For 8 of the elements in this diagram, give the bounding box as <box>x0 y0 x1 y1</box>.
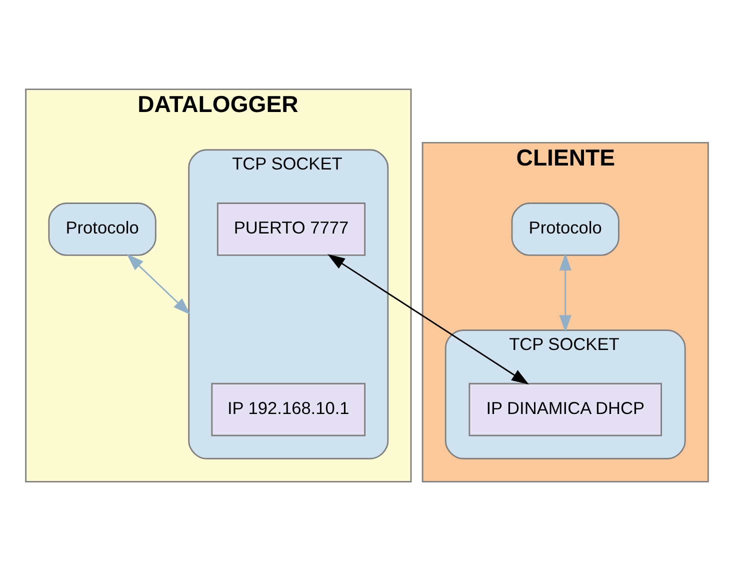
node-box: IP DINAMICA DHCP <box>468 382 662 436</box>
arrow <box>126 253 190 314</box>
arrow <box>328 254 529 384</box>
arrow <box>559 252 572 332</box>
node-box: IP 192.168.10.1 <box>211 382 366 436</box>
node-box: Protocolo <box>48 202 156 256</box>
node-box: Protocolo <box>511 202 620 256</box>
node-box: PUERTO 7777 <box>216 202 366 256</box>
